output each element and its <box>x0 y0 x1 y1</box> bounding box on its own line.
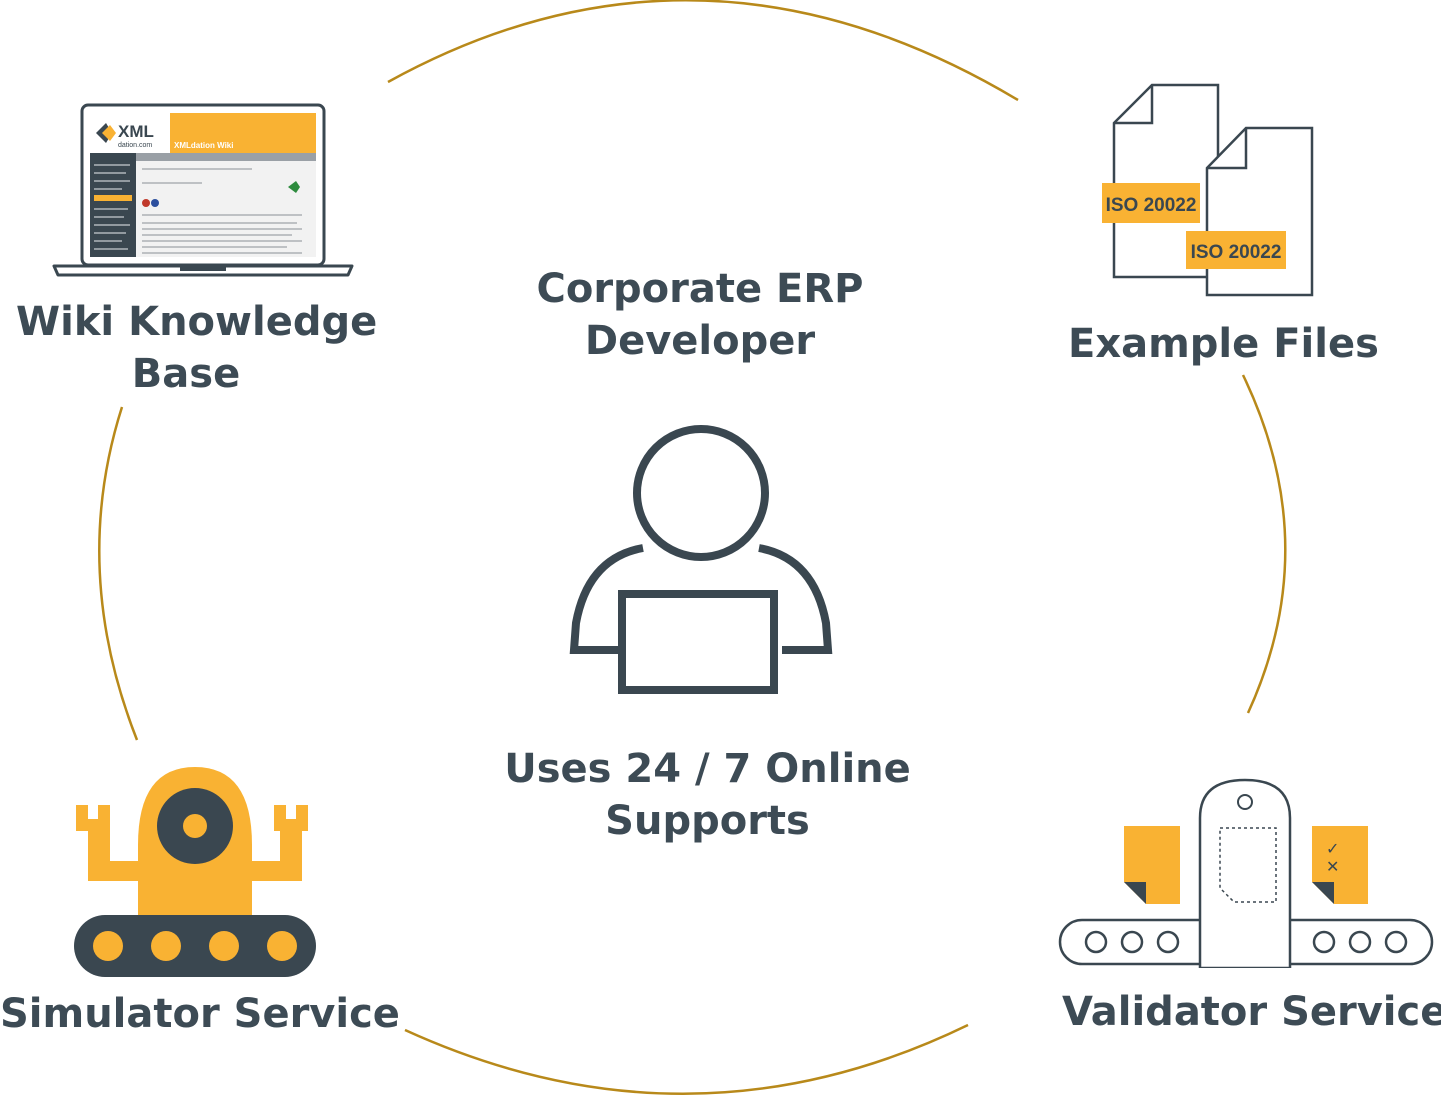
iso-tag-1: ISO 20022 <box>1106 195 1197 216</box>
simulator-label-text: Simulator Service <box>0 991 400 1037</box>
wiki-knowledge-base-label: Wiki Knowledge Base <box>16 296 378 400</box>
center-title-line1: Corporate ERP <box>536 266 864 312</box>
check-mark: ✓ <box>1326 839 1339 858</box>
simulator-robot-icon <box>74 767 316 977</box>
center-subtitle-line1: Uses 24 / 7 Online <box>504 746 911 792</box>
ring-arc-top <box>387 0 1019 102</box>
laptop-logo-subtext: dation.com <box>118 142 152 149</box>
example-files-label-text: Example Files <box>1068 321 1379 367</box>
center-title-line2: Developer <box>584 318 816 364</box>
ring-arc-bottom <box>404 1023 969 1095</box>
center-subtitle-line2: Supports <box>605 798 810 844</box>
cross-mark: ✕ <box>1326 857 1339 876</box>
laptop-logo-text: XML <box>118 122 154 141</box>
ring-arc-right <box>1241 374 1287 714</box>
simulator-service-label: Simulator Service <box>0 988 400 1040</box>
laptop-banner-title: XMLdation Wiki <box>174 141 233 150</box>
center-title: Corporate ERP Developer <box>500 263 900 367</box>
validator-label-text: Validator Service <box>1062 989 1441 1035</box>
wiki-label-line2: Base <box>131 351 241 397</box>
example-files-icon: ISO 20022 ISO 20022 <box>1102 83 1314 297</box>
validator-service-label: Validator Service <box>1062 986 1441 1038</box>
laptop-wiki-icon: XML dation.com XMLdation Wiki <box>52 103 354 277</box>
wiki-label-line1: Wiki Knowledge <box>16 299 378 345</box>
ring-arc-left <box>98 406 139 741</box>
validator-conveyor-icon: ✓ ✕ <box>1058 778 1434 968</box>
center-subtitle: Uses 24 / 7 Online Supports <box>480 743 935 847</box>
example-files-label: Example Files <box>1068 318 1379 370</box>
developer-person-icon <box>569 425 833 694</box>
iso-tag-2: ISO 20022 <box>1191 242 1282 263</box>
